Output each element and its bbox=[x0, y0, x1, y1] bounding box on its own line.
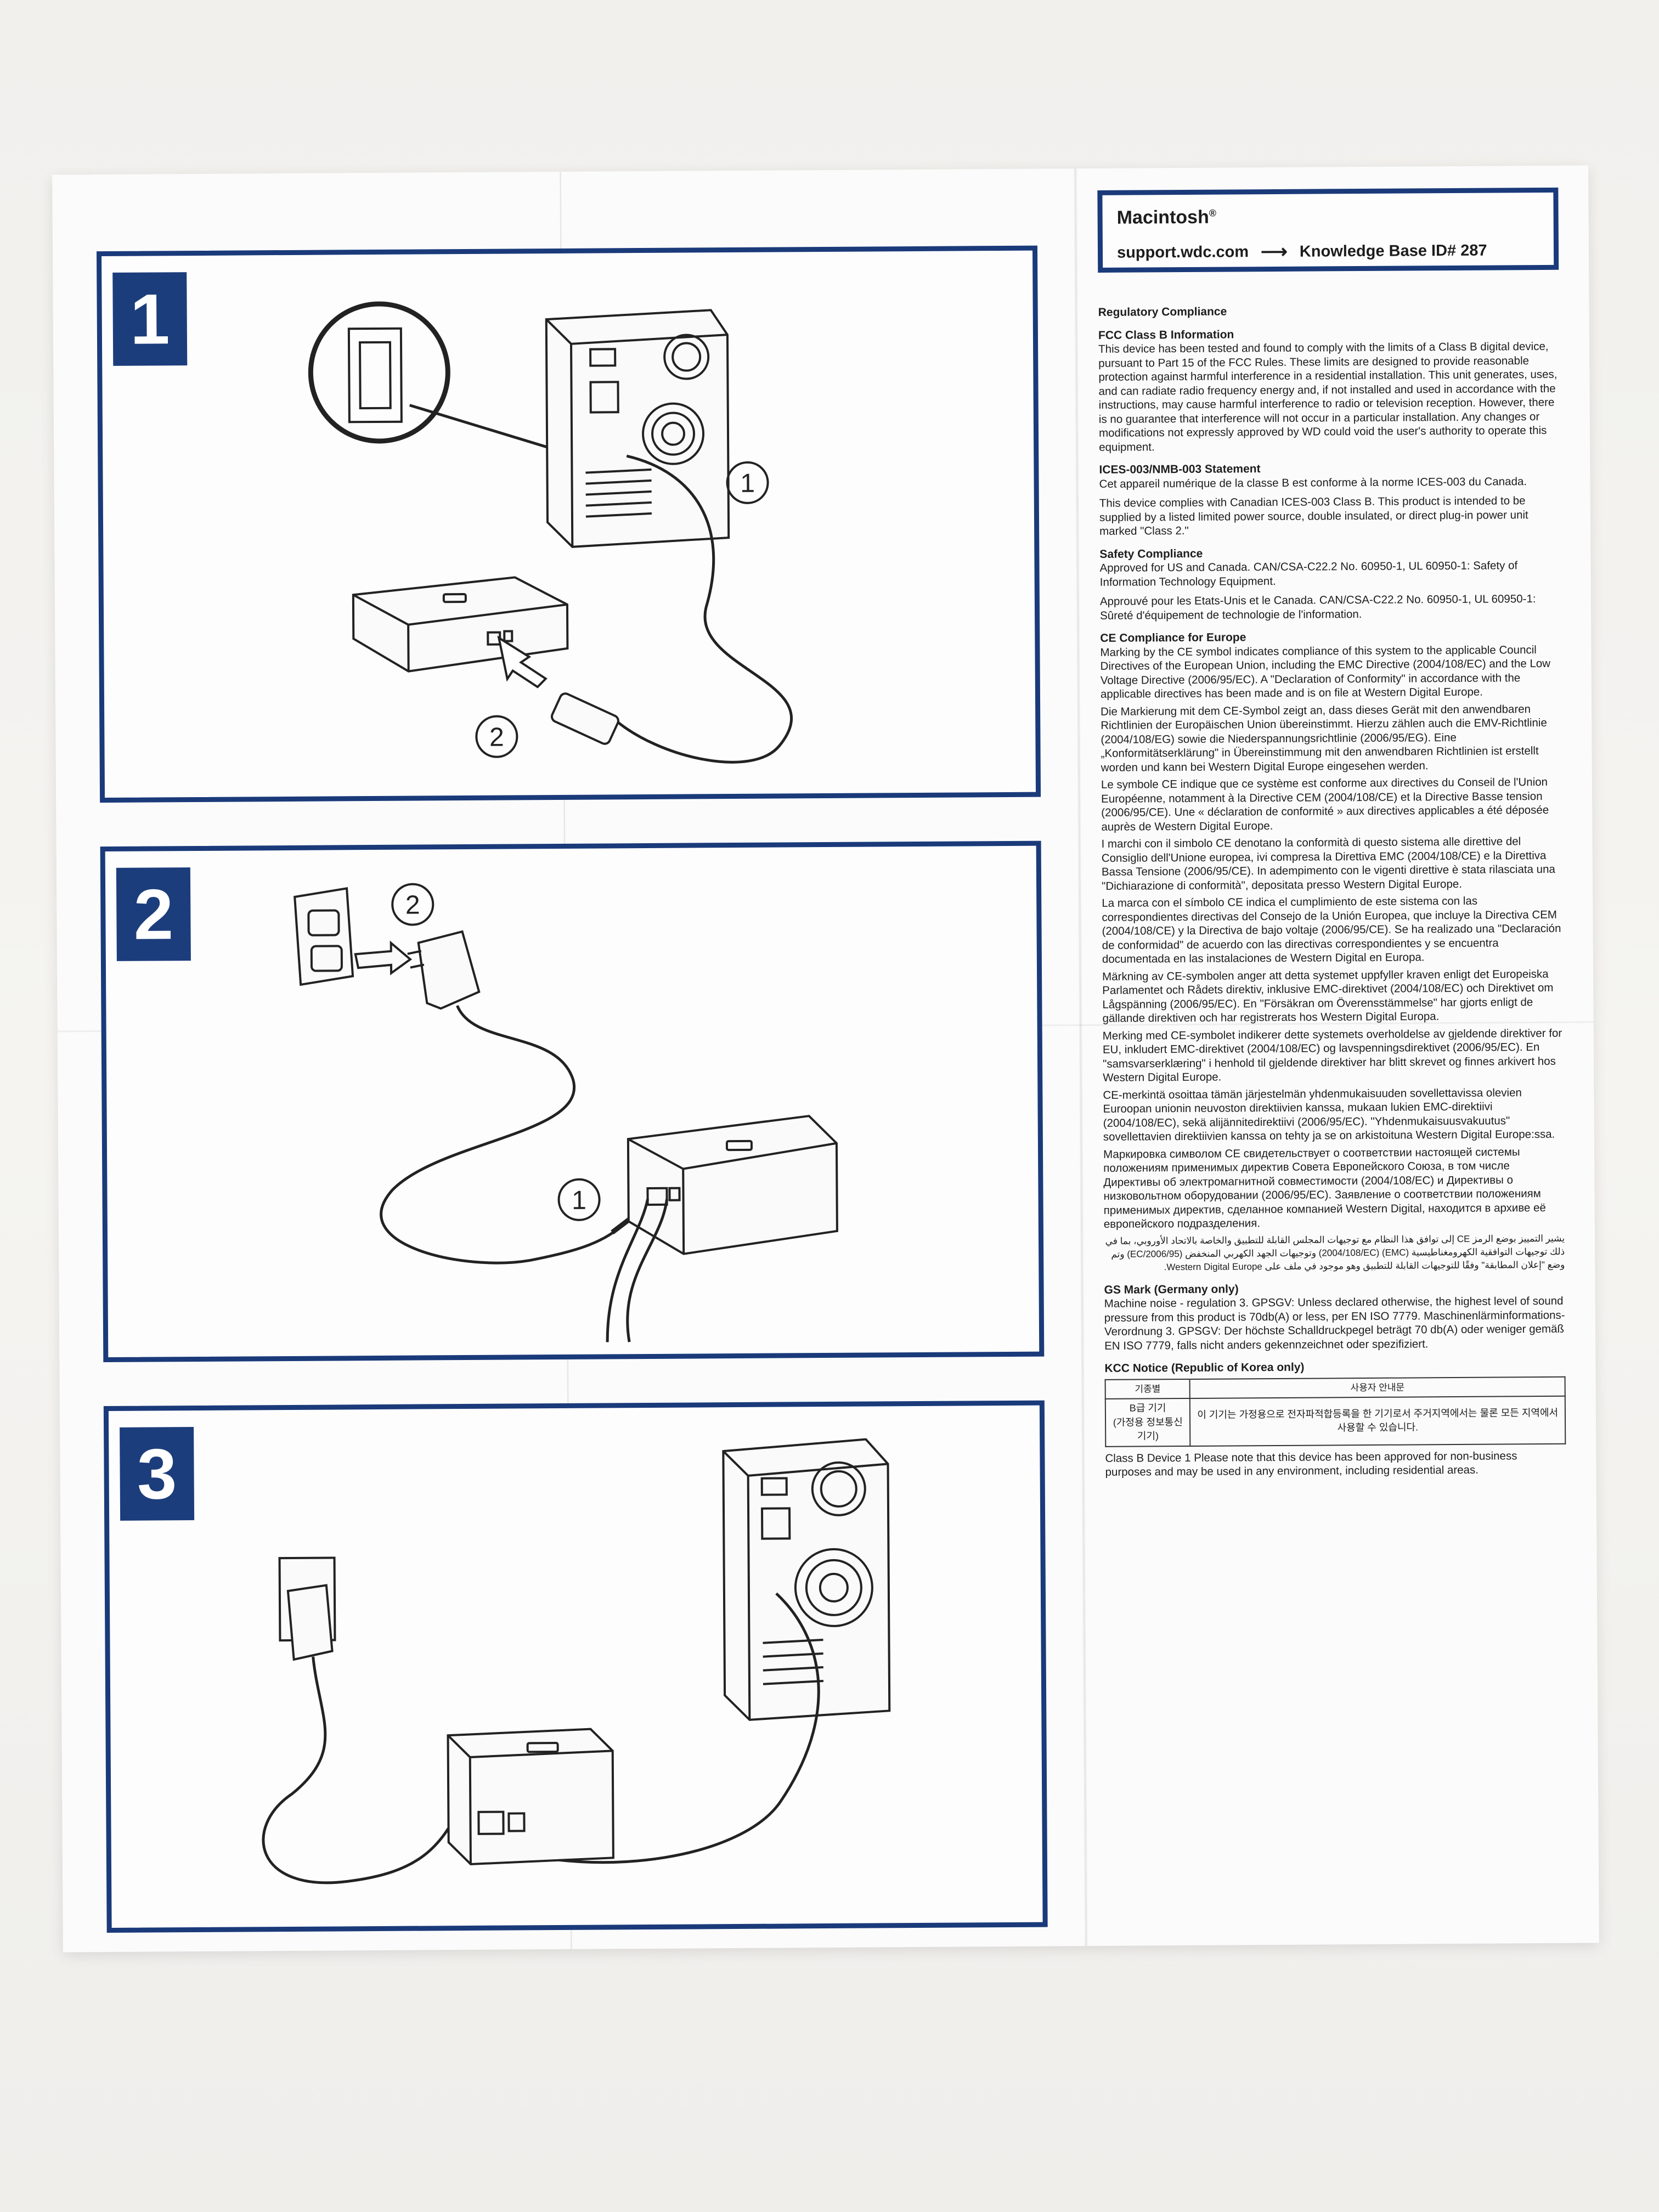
port-detail bbox=[347, 327, 403, 424]
paragraph: Marking by the CE symbol indicates compl… bbox=[1100, 643, 1551, 701]
table-header: 기종별 bbox=[1105, 1379, 1190, 1399]
step-1-panel: 1 bbox=[96, 245, 1041, 803]
callout-number: 2 bbox=[489, 723, 504, 752]
regulatory-text: Regulatory Compliance FCC Class B Inform… bbox=[1098, 303, 1566, 1480]
power-adapter bbox=[286, 1584, 334, 1661]
arrow-icon: ⟶ bbox=[1260, 241, 1288, 263]
paragraph: Approved for US and Canada. CAN/CSA-C22.… bbox=[1099, 559, 1518, 589]
step-2-panel: 2 bbox=[100, 840, 1045, 1363]
table-header: 사용자 안내문 bbox=[1190, 1376, 1565, 1398]
paragraph: Machine noise - regulation 3. GPSGV: Unl… bbox=[1104, 1294, 1565, 1352]
power-adapter bbox=[417, 930, 481, 1010]
kcc-table: 기종별 사용자 안내문 B급 기기 (가정용 정보통신기기) 이 기기는 가정용… bbox=[1105, 1376, 1566, 1447]
callout-number: 1 bbox=[740, 469, 755, 498]
section-title: Regulatory Compliance bbox=[1098, 305, 1227, 319]
macintosh-box: Macintosh® support.wdc.com ⟶ Knowledge B… bbox=[1097, 187, 1559, 273]
paragraph: This device has been tested and found to… bbox=[1098, 340, 1558, 454]
paragraph: Class B Device 1 Please note that this d… bbox=[1105, 1449, 1517, 1479]
paragraph: Cet appareil numérique de la classe B es… bbox=[1099, 475, 1527, 490]
usb-cable bbox=[495, 1592, 820, 1864]
fold-line bbox=[1074, 168, 1088, 1946]
external-drive bbox=[447, 1728, 614, 1866]
step-3-panel: 3 bbox=[103, 1400, 1048, 1933]
paragraph: CE-merkintä osoittaa tämän järjestelmän … bbox=[1103, 1086, 1555, 1143]
usb-cable bbox=[613, 454, 793, 764]
instruction-sheet: 1 bbox=[52, 165, 1599, 1953]
paragraph: This device complies with Canadian ICES-… bbox=[1099, 494, 1528, 538]
power-cord bbox=[262, 1656, 464, 1884]
compliance-column: Macintosh® support.wdc.com ⟶ Knowledge B… bbox=[1097, 187, 1566, 1485]
magnifier-circle bbox=[308, 301, 450, 444]
paragraph: Die Markierung mit dem CE-Symbol zeigt a… bbox=[1101, 702, 1547, 774]
section-heading: KCC Notice (Republic of Korea only) bbox=[1104, 1361, 1305, 1375]
paragraph: Approuvé pour les Etats-Unis et le Canad… bbox=[1099, 592, 1536, 622]
paragraph: I marchi con il simbolo CE denotano la c… bbox=[1101, 835, 1555, 893]
step-3-illustration bbox=[262, 1438, 891, 1884]
support-url[interactable]: support.wdc.com bbox=[1116, 242, 1249, 262]
support-line: support.wdc.com ⟶ Knowledge Base ID# 287 bbox=[1117, 239, 1539, 264]
table-cell: B급 기기 (가정용 정보통신기기) bbox=[1105, 1398, 1190, 1447]
callout-number: 1 bbox=[572, 1186, 586, 1215]
power-cord bbox=[380, 1005, 622, 1265]
knowledge-base-id: Knowledge Base ID# 287 bbox=[1299, 241, 1487, 261]
paragraph: Маркировка символом CE свидетельствует о… bbox=[1103, 1145, 1546, 1231]
external-drive bbox=[627, 1115, 838, 1255]
step-2-illustration: 2 1 bbox=[294, 883, 838, 1342]
table-cell: 이 기기는 가정용으로 전자파적합등록을 한 기기로서 주거지역에서는 물론 모… bbox=[1190, 1396, 1566, 1446]
step-1-illustration: 1 2 bbox=[308, 301, 793, 764]
plug-arrow bbox=[497, 635, 548, 689]
paragraph: Le symbole CE indique que ce système est… bbox=[1101, 775, 1549, 833]
callout-number: 2 bbox=[405, 891, 420, 920]
os-title: Macintosh® bbox=[1116, 206, 1217, 228]
paragraph: Märkning av CE-symbolen anger att detta … bbox=[1102, 967, 1554, 1025]
external-drive bbox=[352, 576, 569, 673]
paragraph: يشير التمييز بوضع الرمز CE إلى توافق هذا… bbox=[1105, 1233, 1565, 1272]
computer-tower bbox=[545, 309, 730, 548]
paragraph: Merking med CE-symbolet indikerer dette … bbox=[1102, 1026, 1562, 1084]
paragraph: La marca con el símbolo CE indica el cum… bbox=[1102, 894, 1561, 966]
